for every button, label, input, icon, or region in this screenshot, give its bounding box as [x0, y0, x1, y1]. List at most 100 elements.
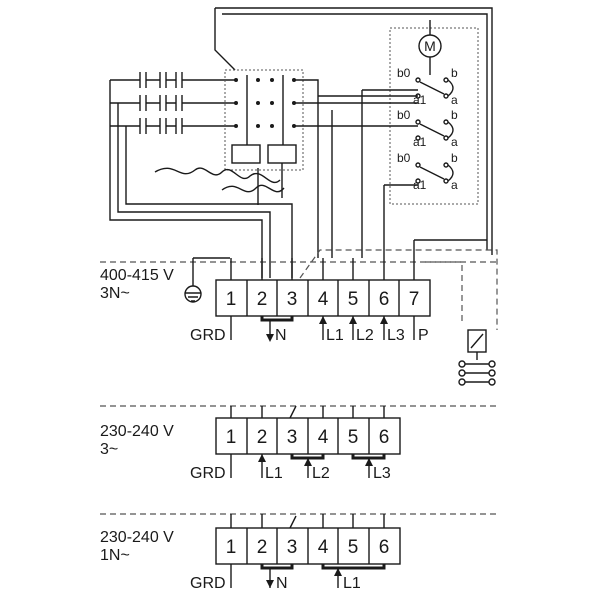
contactor — [224, 69, 319, 258]
heater-return-3 — [125, 126, 293, 278]
remote-terminal — [458, 360, 466, 368]
terminal-lead-slant — [289, 515, 297, 529]
ground-ring — [184, 285, 202, 303]
conn-label-n: N — [275, 327, 287, 344]
terminal-number: 3 — [287, 427, 298, 448]
terminal-dividers — [246, 418, 370, 454]
terminal-leads-top — [230, 406, 385, 418]
upper-circuit: M b0 b a1 a b0 b a1 a — [109, 7, 498, 330]
conn-label-p: P — [418, 327, 429, 344]
contact-label-b: b — [451, 108, 458, 122]
inner-frame-wire — [222, 13, 488, 250]
remote-terminal-links — [465, 363, 489, 383]
contact-node — [443, 77, 449, 83]
contact-group-1: b0 b a1 a — [397, 66, 458, 107]
terminal-number: 6 — [379, 289, 390, 310]
arrow-down-icon — [266, 334, 274, 342]
terminal-number: 3 — [287, 289, 298, 310]
contact-node — [443, 135, 449, 141]
supply-label: 3N~ — [100, 285, 130, 302]
conn-label-l3: L3 — [387, 327, 405, 344]
contactor-node — [270, 78, 274, 82]
contact-label-b0: b0 — [397, 66, 411, 80]
contact-label-b: b — [451, 151, 458, 165]
terminal-number: 3 — [287, 537, 298, 558]
ground-label: GRD — [190, 327, 226, 344]
contact-label-a: a — [451, 178, 458, 192]
contactor-node — [234, 124, 238, 128]
terminal-number: 4 — [318, 427, 329, 448]
conn-label-l1: L1 — [326, 327, 344, 344]
conn-label-l2: L2 — [356, 327, 374, 344]
terminal-lead-slant — [289, 405, 297, 419]
arrow-up-icon — [334, 568, 342, 576]
remote-terminal — [488, 360, 496, 368]
arrow-up-icon — [319, 316, 327, 324]
contact-label-b0: b0 — [397, 108, 411, 122]
contact-loop — [447, 164, 454, 182]
contactor-node — [256, 78, 260, 82]
heater-element-1 — [110, 72, 235, 88]
contact-node — [415, 77, 421, 83]
conn-label-l1: L1 — [265, 465, 283, 482]
bridge-2-3 — [260, 564, 294, 570]
arrow-up-icon — [365, 458, 373, 466]
contact-label-a: a — [451, 135, 458, 149]
arrow-up-icon — [349, 316, 357, 324]
ground-label: GRD — [190, 575, 226, 592]
contact-node — [415, 162, 421, 168]
voltage-label: 400-415 V — [100, 267, 174, 284]
heater-return-2 — [117, 103, 271, 278]
terminal-dividers — [246, 528, 370, 564]
contact-node — [415, 178, 421, 184]
terminal-number: 6 — [379, 427, 390, 448]
supply-label: 1N~ — [100, 547, 130, 564]
contactor-node — [270, 101, 274, 105]
ground-icon — [184, 257, 230, 303]
contact-node — [415, 119, 421, 125]
terminal-number: 5 — [348, 537, 359, 558]
contact-group-2: b0 b a1 a — [397, 108, 458, 149]
terminal-number: 5 — [348, 289, 359, 310]
contact-lever — [419, 123, 445, 137]
contact-loop — [447, 121, 454, 139]
contact-node — [415, 135, 421, 141]
arrow-up-icon — [304, 458, 312, 466]
contact-node — [443, 93, 449, 99]
terminal-number: 4 — [318, 289, 329, 310]
voltage-label: 230-240 V — [100, 529, 174, 546]
ground-bars — [185, 292, 201, 302]
frame-left-wire — [214, 8, 236, 71]
conn-label-n: N — [276, 575, 288, 592]
supply-label: 3~ — [100, 441, 118, 458]
contactor-node — [270, 124, 274, 128]
contactor-node — [234, 78, 238, 82]
arrow-up-icon — [258, 454, 266, 462]
remote-thermostat — [458, 329, 496, 386]
heater-element-3 — [110, 118, 235, 134]
capillary-coil-2 — [221, 184, 285, 193]
contact-label-b0: b0 — [397, 151, 411, 165]
remote-terminal — [488, 378, 496, 386]
voltage-label: 230-240 V — [100, 423, 174, 440]
remote-terminal — [458, 378, 466, 386]
terminal-number: 7 — [409, 289, 420, 310]
arrow-down-icon — [266, 580, 274, 588]
contact-node — [443, 119, 449, 125]
terminal-number: 1 — [226, 427, 237, 448]
bridge-2-3 — [260, 316, 294, 322]
conn-label-l2: L2 — [312, 465, 330, 482]
contact-lever — [419, 81, 445, 95]
contactor-node — [256, 101, 260, 105]
terminal-leads-top — [230, 258, 415, 280]
terminal-number: 5 — [348, 427, 359, 448]
switch-enclosure — [389, 27, 479, 205]
remote-terminal — [458, 369, 466, 377]
terminal-feed-7 — [413, 239, 487, 258]
terminal-leads-top — [230, 514, 385, 528]
contact-node — [443, 162, 449, 168]
conn-label-l1: L1 — [343, 575, 361, 592]
heater-element-2 — [110, 95, 235, 111]
contact-lever — [419, 166, 445, 180]
